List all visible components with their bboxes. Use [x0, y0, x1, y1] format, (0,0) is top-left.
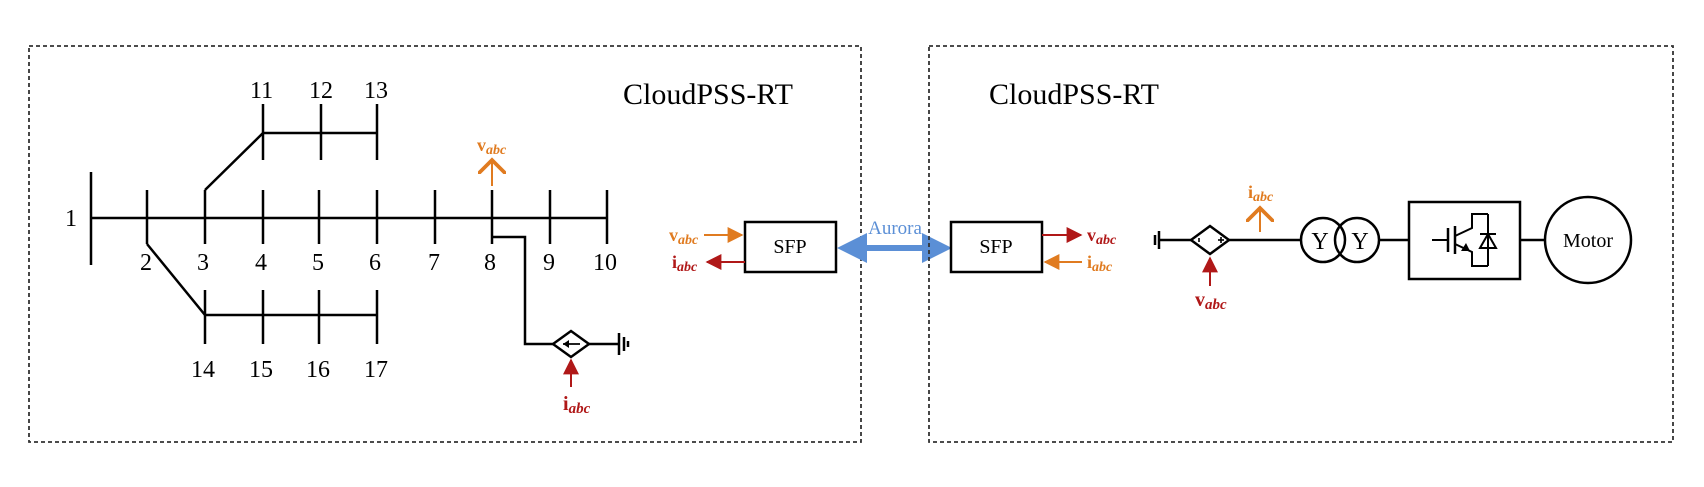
bus-label-17: 17 — [364, 357, 388, 383]
motor-label: Motor — [1563, 230, 1613, 252]
bus-label-16: 16 — [306, 357, 330, 383]
aurora-link-label: Aurora — [868, 218, 922, 239]
bus-label-1: 1 — [65, 206, 77, 232]
left-current-label: iabc — [563, 393, 591, 417]
dependent-voltage-source — [1188, 224, 1232, 256]
left-sfp-label: SFP — [773, 236, 806, 258]
right-sfp-label: SFP — [979, 236, 1012, 258]
right-sfp-box — [949, 220, 1044, 274]
bus-labels: 1 2 3 4 5 6 7 8 9 10 11 12 13 14 15 16 1… — [65, 78, 617, 383]
right-sfp-out-label: vabc — [1087, 225, 1117, 248]
bus-label-6: 6 — [369, 250, 381, 276]
left-panel-title: CloudPSS-RT — [623, 78, 793, 111]
ground-icon — [617, 333, 630, 355]
left-sfp-out-label: iabc — [672, 252, 698, 275]
bus-label-2: 2 — [140, 250, 152, 276]
bus-label-8: 8 — [484, 250, 496, 276]
main-bus-bars — [145, 190, 609, 244]
right-current-label: iabc — [1248, 182, 1274, 205]
left-sfp-box — [743, 220, 838, 274]
bus-label-4: 4 — [255, 250, 267, 276]
right-sfp-in-label: iabc — [1087, 252, 1113, 275]
converter-box — [1407, 200, 1522, 281]
bus-label-5: 5 — [312, 250, 324, 276]
igbt-diode-icon — [1432, 213, 1498, 267]
transformer-primary-label: Y — [1311, 229, 1328, 255]
bus-label-7: 7 — [428, 250, 440, 276]
upper-branch — [204, 131, 377, 191]
bus-label-12: 12 — [309, 78, 333, 104]
left-voltage-label: vabc — [477, 135, 507, 158]
motor-circle — [1543, 195, 1633, 285]
dependent-current-source — [550, 329, 592, 359]
current-source-feeder — [492, 235, 553, 346]
left-sfp-in-label: vabc — [669, 225, 699, 248]
right-voltage-label: vabc — [1195, 289, 1227, 313]
right-panel-title: CloudPSS-RT — [989, 78, 1159, 111]
bus-label-14: 14 — [191, 357, 215, 383]
bus-label-3: 3 — [197, 250, 209, 276]
bus-label-10: 10 — [593, 250, 617, 276]
right-ground-icon — [1153, 231, 1161, 249]
bus-label-11: 11 — [250, 78, 273, 104]
bus-label-9: 9 — [543, 250, 555, 276]
right-panel-border — [928, 45, 1674, 443]
transformer-secondary-label: Y — [1351, 229, 1368, 255]
bus-label-13: 13 — [364, 78, 388, 104]
bus-label-15: 15 — [249, 357, 273, 383]
